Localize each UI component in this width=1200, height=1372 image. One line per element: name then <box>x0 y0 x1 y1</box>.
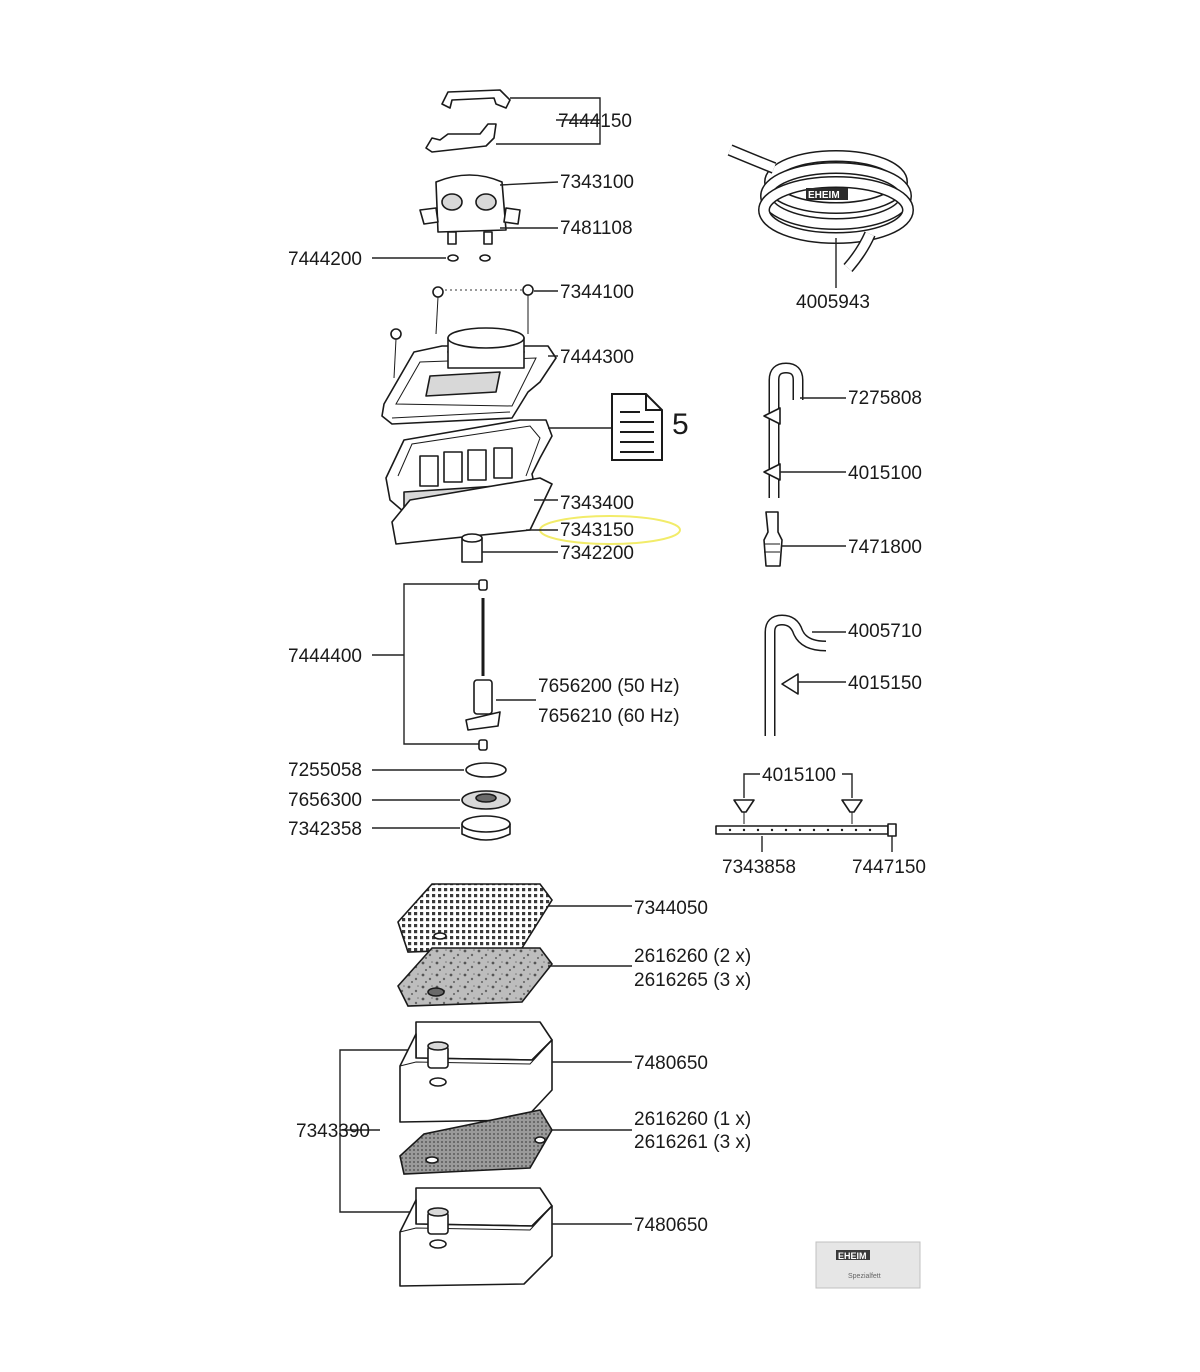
packet-brand-logo: EHEIM <box>838 1251 867 1261</box>
label-7444400: 7444400 <box>288 646 362 667</box>
cover-part-7656300 <box>461 790 511 810</box>
label-4015100-spraybar: 4015100 <box>762 765 836 786</box>
oring-part-7255058 <box>465 762 507 778</box>
spray-bar-hole <box>854 828 858 832</box>
label-4015150: 4015150 <box>848 673 922 694</box>
label-7275808: 7275808 <box>848 388 922 409</box>
ring-part-7342358 <box>461 815 511 841</box>
label-7656210: 7656210 (60 Hz) <box>538 706 680 727</box>
label-7447150: 7447150 <box>852 857 926 878</box>
doc-ref-number: 5 <box>672 408 689 441</box>
gasket-part-7343150 <box>391 477 553 545</box>
clip-part-7444150 <box>425 89 511 153</box>
grease-packet: EHEIM Spezialfett <box>815 1241 921 1289</box>
label-2616265: 2616265 (3 x) <box>634 970 751 991</box>
label-2616260-2x: 2616260 (2 x) <box>634 946 751 967</box>
label-7656300: 7656300 <box>288 790 362 811</box>
label-7481108: 7481108 <box>560 218 633 239</box>
label-7342358: 7342358 <box>288 819 362 840</box>
basket-part-7480650-upper <box>399 1021 553 1123</box>
pipe-part-7275808 <box>763 362 804 498</box>
pump-head-part-7444300 <box>381 327 557 425</box>
filter-sponge-part-2616260 <box>397 947 554 1007</box>
label-7480650-upper: 7480650 <box>634 1053 708 1074</box>
spray-bar-hole <box>840 828 844 832</box>
spray-bar-hole <box>826 828 830 832</box>
basket-part-7480650-lower <box>399 1187 553 1287</box>
document-icon <box>611 393 663 461</box>
spray-bar-part-7343858 <box>715 823 897 837</box>
label-7343390: 7343390 <box>296 1121 370 1142</box>
label-2616261: 2616261 (3 x) <box>634 1132 751 1153</box>
spray-bar-hole <box>798 828 802 832</box>
spray-bar-hole <box>812 828 816 832</box>
connector-part-7343100 <box>419 174 521 262</box>
nozzle-part-7342200 <box>461 533 483 563</box>
label-7343150: 7343150 <box>560 520 634 541</box>
label-4005710: 4005710 <box>848 621 922 642</box>
label-7344100: 7344100 <box>560 282 634 303</box>
label-7342200: 7342200 <box>560 543 634 564</box>
label-4015100-pipe: 4015100 <box>848 463 922 484</box>
impeller-part-7656200 <box>465 579 501 751</box>
label-7444200: 7444200 <box>288 249 362 270</box>
spray-bar-hole <box>770 828 774 832</box>
label-7444150: 7444150 <box>558 111 632 132</box>
spray-bar-hole <box>784 828 788 832</box>
pipe-part-4005710 <box>764 614 827 736</box>
filter-mesh-part-7344050 <box>397 883 553 953</box>
suction-cups-part-4015100 <box>733 799 863 824</box>
spray-bar-hole <box>742 828 746 832</box>
hose-part-4005943: EHEIM <box>727 144 914 272</box>
label-4005943: 4005943 <box>796 292 870 313</box>
packet-text: Spezialfett <box>848 1273 881 1280</box>
spray-bar-hole <box>728 828 732 832</box>
label-7444300: 7444300 <box>560 347 634 368</box>
label-7656200: 7656200 (50 Hz) <box>538 676 680 697</box>
spray-bar-hole <box>756 828 760 832</box>
label-7343100: 7343100 <box>560 172 634 193</box>
label-2616260-1x: 2616260 (1 x) <box>634 1109 751 1130</box>
hose-brand-logo: EHEIM <box>808 190 840 201</box>
label-7343858: 7343858 <box>722 857 796 878</box>
intake-part-7471800 <box>763 511 783 567</box>
label-7471800: 7471800 <box>848 537 922 558</box>
label-7344050: 7344050 <box>634 898 708 919</box>
label-7480650-lower: 7480650 <box>634 1215 708 1236</box>
label-7343400: 7343400 <box>560 493 634 514</box>
label-7255058: 7255058 <box>288 760 362 781</box>
spray-bar-hole <box>868 828 872 832</box>
